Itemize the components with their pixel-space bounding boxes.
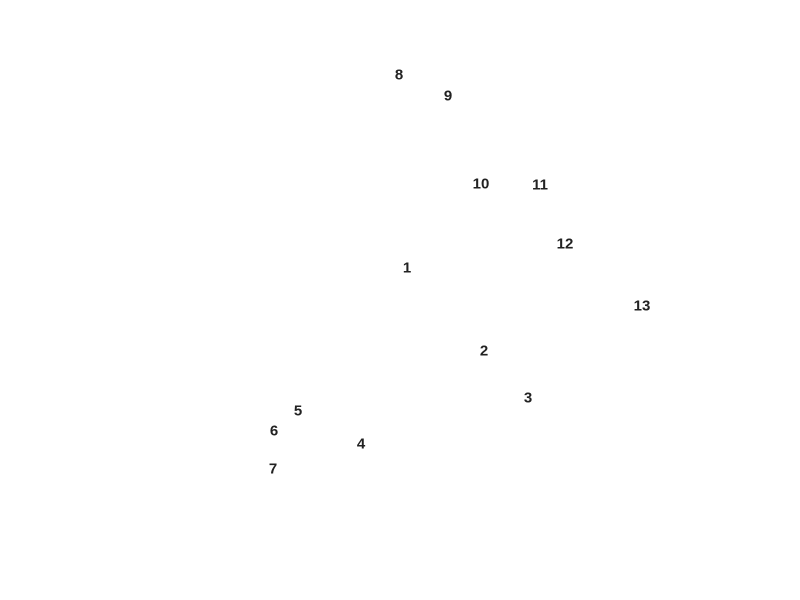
point-label-7: 7: [268, 460, 278, 478]
point-label-5: 5: [293, 402, 303, 420]
point-label-9: 9: [443, 87, 453, 105]
point-label-1: 1: [402, 259, 412, 277]
point-label-4: 4: [356, 435, 366, 453]
point-label-6: 6: [269, 422, 279, 440]
point-label-3: 3: [523, 389, 533, 407]
point-label-2: 2: [479, 342, 489, 360]
point-label-10: 10: [472, 175, 490, 193]
point-label-11: 11: [532, 176, 548, 194]
point-label-13: 13: [633, 297, 651, 315]
point-label-12: 12: [556, 235, 574, 253]
point-label-8: 8: [394, 66, 404, 84]
